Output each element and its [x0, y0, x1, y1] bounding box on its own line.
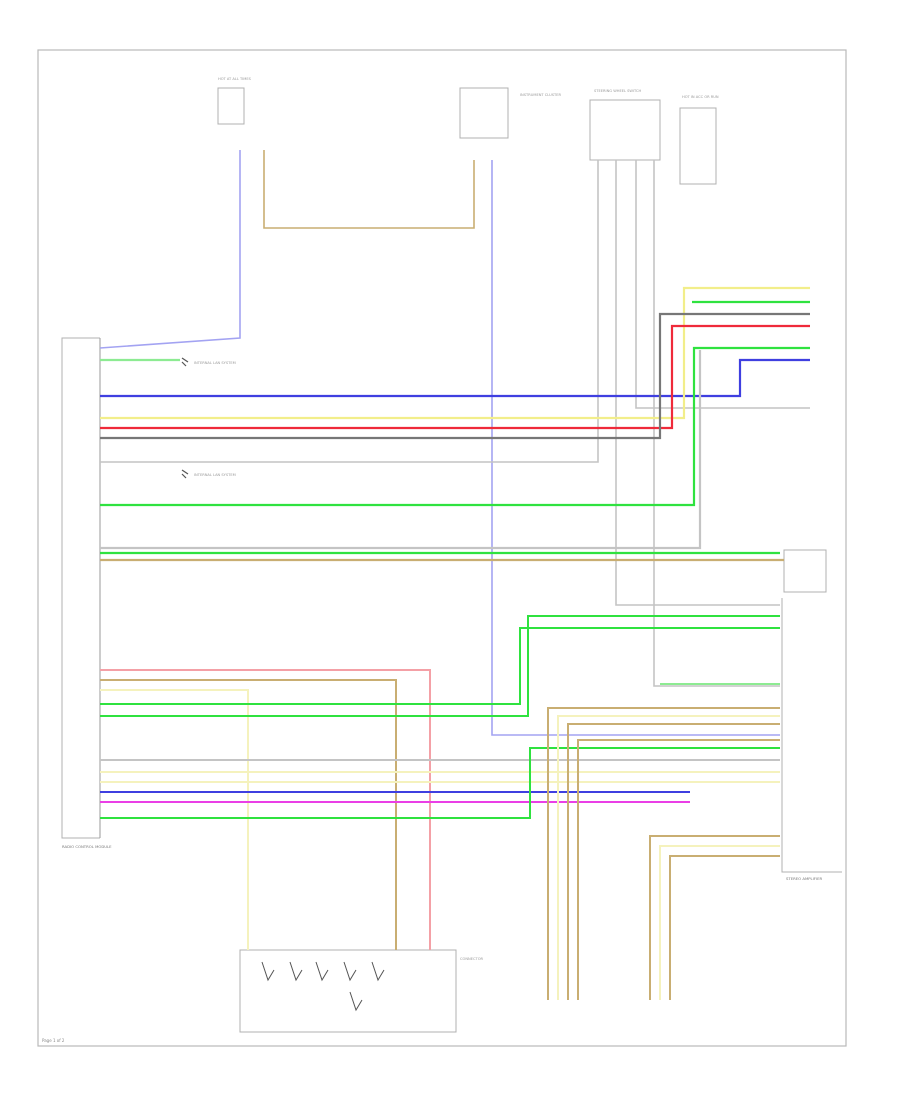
- right-bundles: [547, 707, 780, 1000]
- label-ground-1: INTERNAL LAN SYSTEM: [194, 361, 236, 365]
- wire-tan-v3: [567, 723, 780, 1000]
- wire-top-yellow-loop: [263, 150, 475, 229]
- wire-top-gray-1: [100, 160, 599, 463]
- top-module-2: [459, 87, 509, 139]
- wire-tan-down-2: [100, 689, 249, 950]
- label-right-module: STEREO AMPLIFIER: [786, 876, 822, 881]
- right-relay-box: [783, 549, 827, 593]
- wire-top-gray-3: [635, 160, 810, 409]
- label-top-4: HOT IN ACC OR RUN: [682, 95, 719, 99]
- wire-green-mid: [100, 346, 810, 507]
- top-module-4: [679, 107, 717, 185]
- label-top-1: HOT AT ALL TIMES: [218, 77, 252, 81]
- bottom-switch-box: [239, 949, 457, 1033]
- label-ground-2: INTERNAL LAN SYSTEM: [194, 473, 236, 477]
- wire-tan-v6: [659, 845, 780, 1000]
- wire-tan-v5: [649, 835, 780, 1000]
- wire-tan-v4: [577, 739, 780, 1000]
- wire-green-loop: [100, 747, 780, 819]
- wire-blue-main: [100, 358, 810, 398]
- label-left-module: RADIO CONTROL MODULE: [62, 844, 112, 849]
- ground-icon: [181, 357, 189, 367]
- wire-tan-v7: [669, 855, 780, 1000]
- wire-top-gray-4: [653, 160, 780, 687]
- wire-tan-down-1: [100, 679, 397, 950]
- left-module-outline: [61, 337, 100, 839]
- wire-red-main: [100, 324, 810, 430]
- wire-green-lr-2: [100, 615, 780, 717]
- footer-label: Page 1 of 2: [42, 1038, 65, 1043]
- diagram-frame: [37, 49, 847, 1047]
- component-boxes: [61, 87, 842, 1033]
- wire-tan-v1: [547, 707, 780, 1000]
- wire-top-gray-2: [615, 160, 780, 606]
- right-amp-outline: [781, 598, 842, 873]
- label-bottom-box: CONNECTOR: [460, 957, 484, 961]
- top-wires: [99, 150, 810, 736]
- wire-center-blue-down: [491, 160, 780, 736]
- top-module-3: [589, 99, 661, 161]
- wire-gray-main: [100, 312, 810, 440]
- ground-icon: [181, 469, 189, 479]
- label-top-2: INSTRUMENT CLUSTER: [520, 93, 561, 97]
- wire-gray-mid: [100, 350, 702, 550]
- bus-wires: [100, 286, 810, 562]
- lower-wires: [100, 615, 780, 950]
- label-top-3: STEERING WHEEL SWITCH: [594, 89, 642, 93]
- wire-top-blue: [99, 150, 241, 349]
- wire-tan-v2: [557, 715, 780, 1000]
- wire-red-down: [100, 669, 431, 950]
- wire-green-lr-1: [100, 627, 780, 705]
- top-module-1: [217, 87, 245, 125]
- wire-yellow-main: [100, 286, 810, 420]
- switch-icon: [261, 961, 385, 1012]
